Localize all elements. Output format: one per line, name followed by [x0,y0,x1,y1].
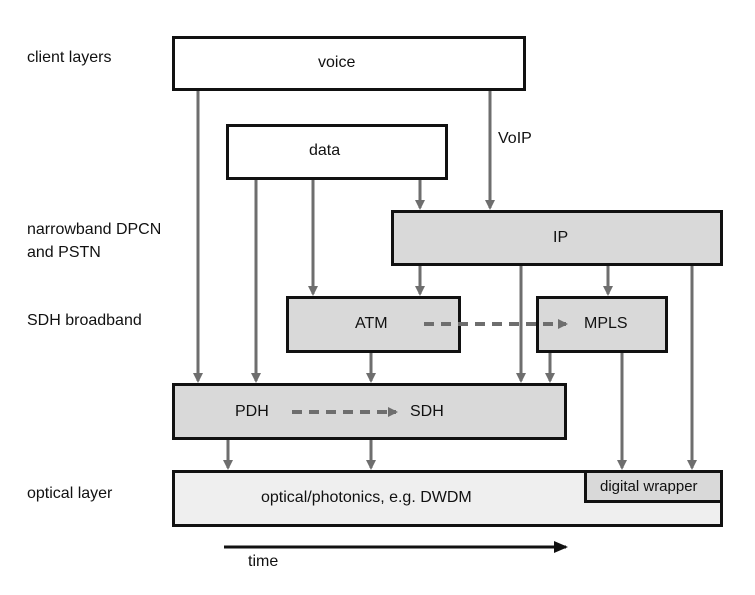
data-label: data [309,142,341,159]
voice-box: voice [172,36,526,91]
optical-label: optical/photonics, e.g. DWDM [261,489,472,506]
ip-box: IP [391,210,723,266]
sdh-label: SDH [410,403,444,420]
label-client-layers: client layers [27,49,112,66]
label-narrowband-line2: and PSTN [27,244,101,261]
voice-label: voice [318,54,356,71]
label-sdh-broadband: SDH broadband [27,312,142,329]
ip-label: IP [553,229,569,246]
digital-wrapper-label: digital wrapper [600,478,698,495]
atm-label: ATM [355,315,388,332]
digital-wrapper-box: digital wrapper [584,470,723,503]
voip-label: VoIP [498,130,532,147]
label-optical-layer: optical layer [27,485,113,502]
mpls-label: MPLS [584,315,628,332]
time-label: time [248,553,279,570]
label-narrowband-line1: narrowband DPCN [27,221,162,238]
data-box: data [226,124,448,180]
pdh-label: PDH [235,403,269,420]
